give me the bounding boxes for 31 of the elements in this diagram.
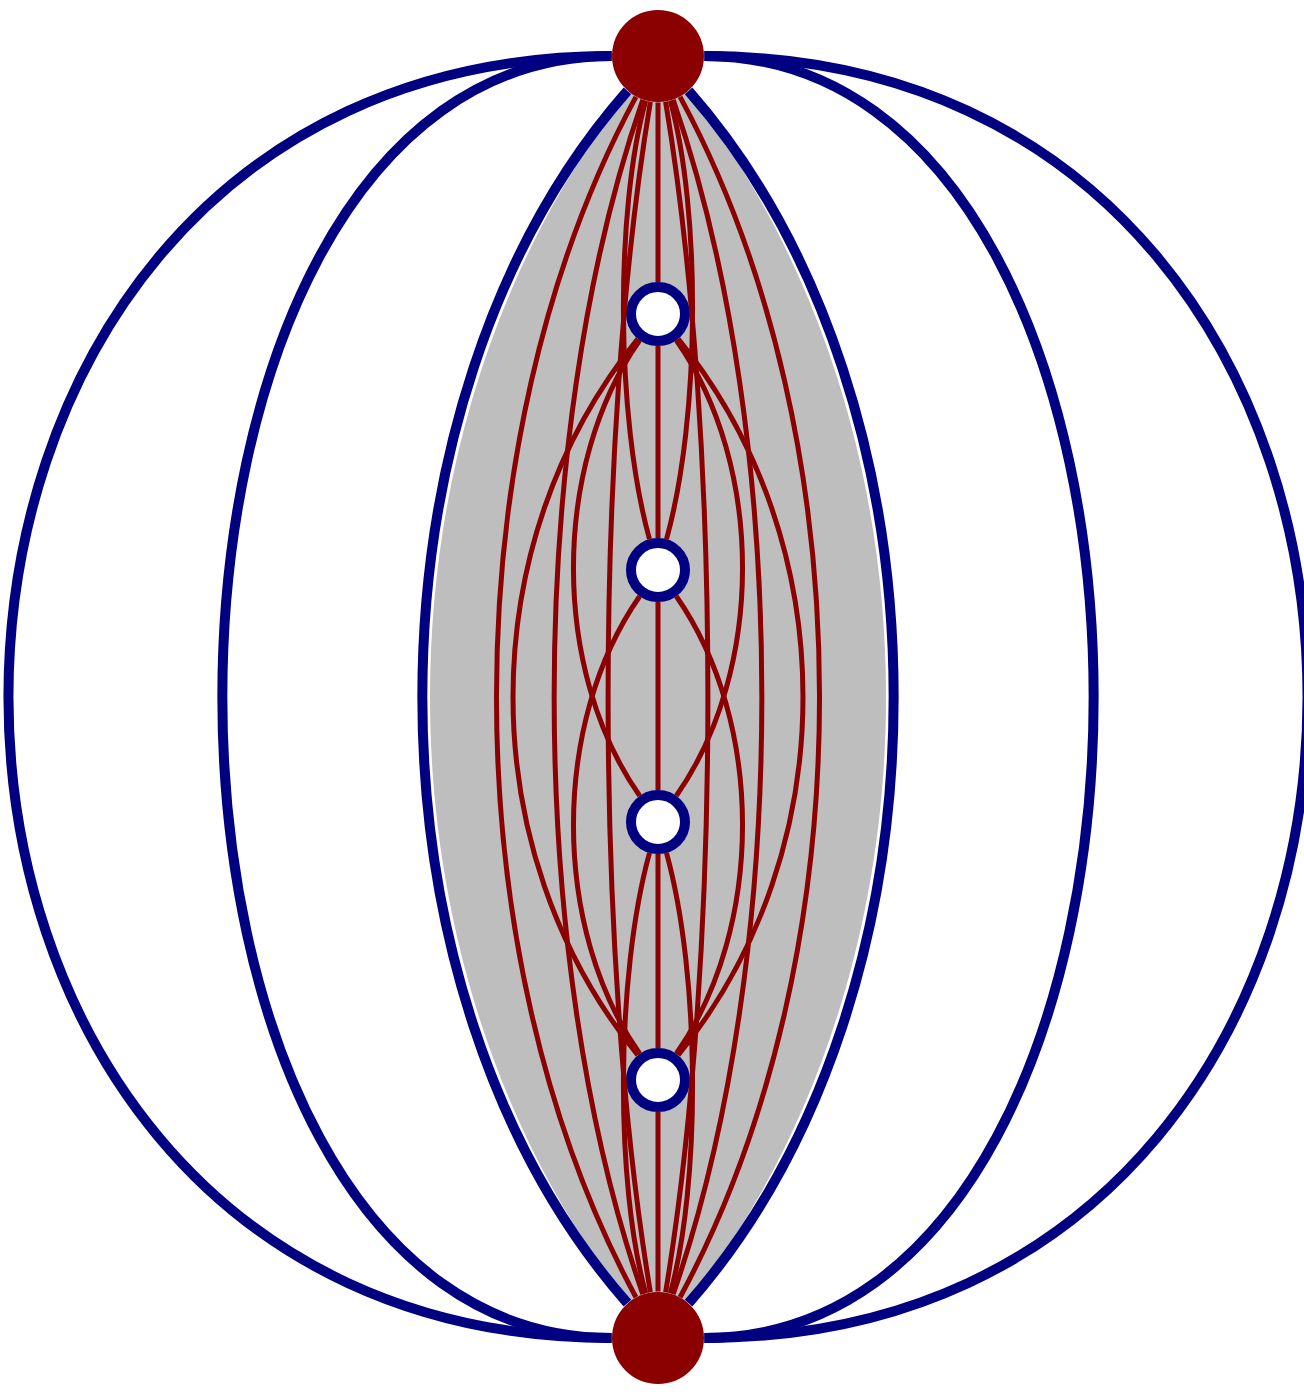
vertex-ring [626, 1048, 690, 1112]
vertex-ring [626, 538, 690, 602]
curve [655, 602, 661, 790]
curve [655, 854, 661, 1048]
vertex-ring [626, 790, 690, 854]
curve [620, 852, 652, 1294]
vertex-ring [626, 282, 690, 346]
curve [655, 102, 661, 282]
arc [703, 51, 1099, 1343]
curve [664, 852, 696, 1294]
curve [510, 337, 640, 1057]
curve [663, 101, 711, 1293]
curve [677, 95, 822, 1299]
curve [620, 100, 652, 540]
curve [664, 100, 696, 540]
arc [217, 51, 613, 1343]
curve [674, 338, 745, 798]
curve [674, 594, 745, 1056]
vertex-dot [612, 1292, 704, 1384]
curve [655, 1112, 661, 1292]
curve [551, 99, 646, 1295]
curve [670, 99, 765, 1295]
curve [571, 594, 642, 1056]
vertex-dot [612, 10, 704, 102]
curve [494, 95, 639, 1299]
curve [655, 346, 661, 538]
curve [605, 101, 653, 1293]
curve [676, 337, 806, 1057]
lens-border [684, 87, 899, 1307]
curve [571, 338, 642, 798]
lens-border [417, 87, 632, 1307]
